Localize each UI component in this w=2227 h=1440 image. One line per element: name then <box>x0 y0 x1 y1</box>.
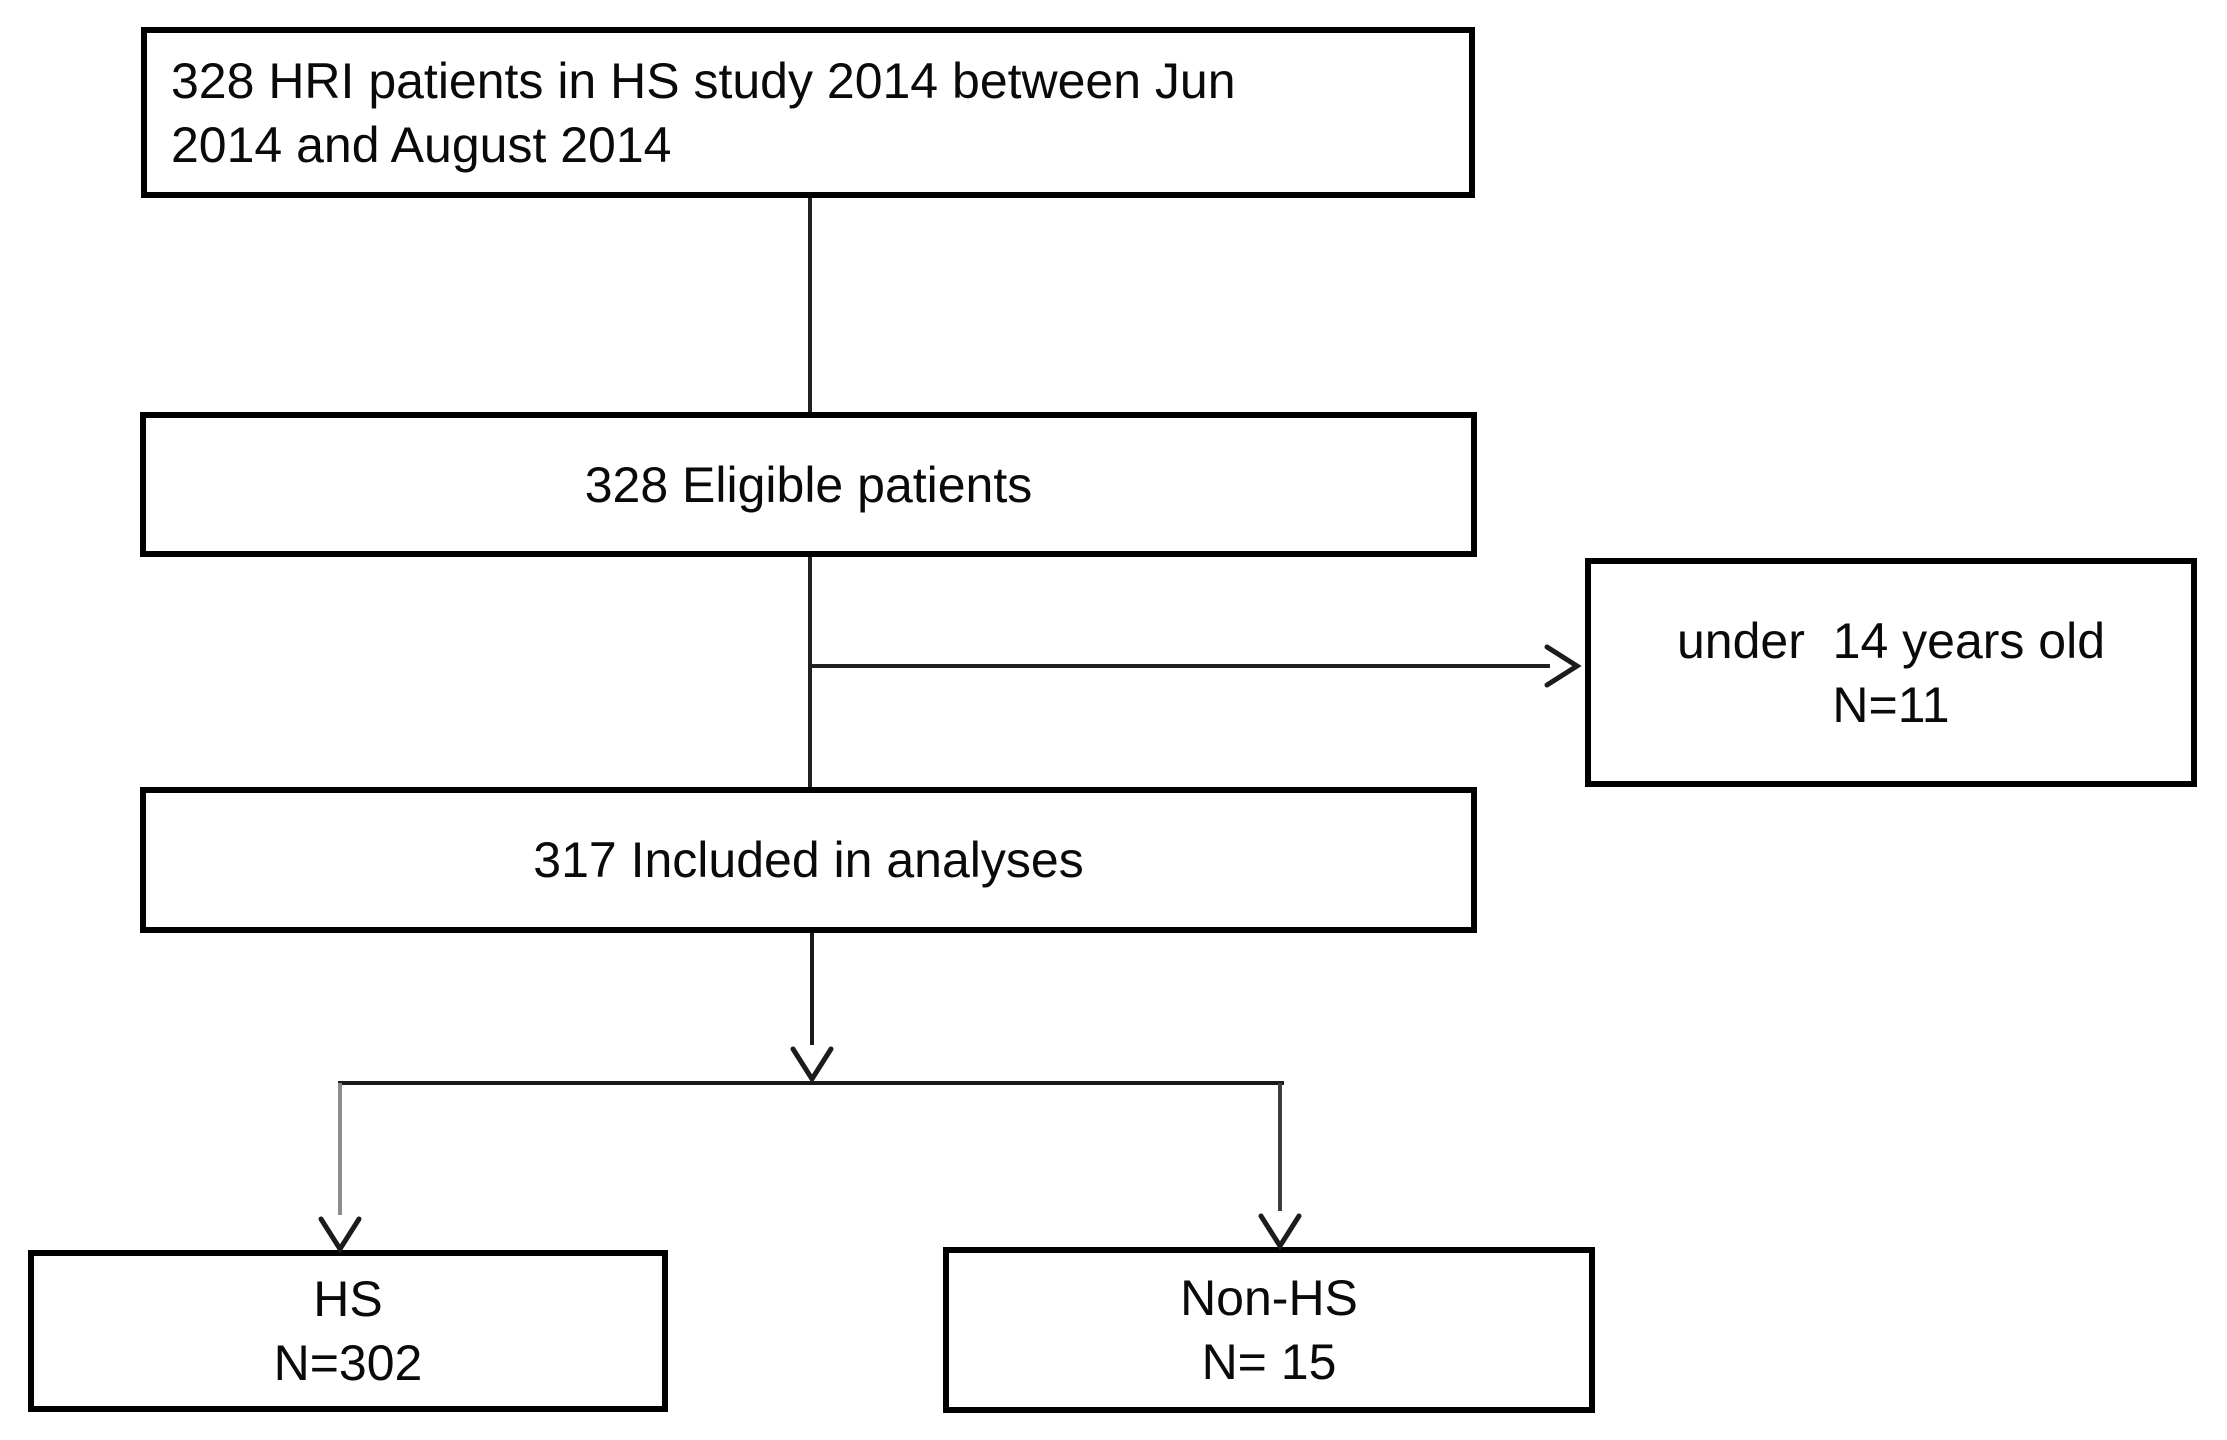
arrow-down-icon <box>318 1216 362 1254</box>
box-hs-group: HS N=302 <box>28 1250 668 1412</box>
box-included-in-analyses: 317 Included in analyses <box>140 787 1477 933</box>
excluded-text-line2: N=11 <box>1832 676 1950 733</box>
connector-branch-to-non-hs <box>1278 1083 1282 1211</box>
connector-to-excluded <box>810 664 1550 668</box>
connector-included-to-branch <box>810 933 814 1045</box>
box-excluded-under-14: under 14 years old N=11 <box>1585 558 2197 787</box>
eligible-text: 328 Eligible patients <box>584 456 1033 513</box>
branch-line <box>338 1081 1284 1085</box>
connector-enrolled-to-eligible <box>808 198 812 412</box>
arrow-down-icon <box>790 1046 834 1084</box>
enrolled-text-line1: 328 HRI patients in HS study 2014 betwee… <box>171 52 1236 109</box>
box-non-hs-group: Non-HS N= 15 <box>943 1247 1595 1413</box>
arrow-right-icon <box>1544 644 1582 688</box>
included-text: 317 Included in analyses <box>533 832 1084 888</box>
hs-text-line1: HS <box>313 1271 383 1327</box>
excluded-text-line1: under 14 years old <box>1676 612 2106 669</box>
non-hs-text-line1: Non-HS <box>1180 1270 1358 1326</box>
non-hs-text-line2: N= 15 <box>1201 1334 1337 1390</box>
box-enrolled-patients: 328 HRI patients in HS study 2014 betwee… <box>141 27 1475 198</box>
arrow-down-icon <box>1258 1213 1302 1251</box>
connector-eligible-to-included <box>808 557 812 787</box>
enrolled-text-line2: 2014 and August 2014 <box>171 116 672 173</box>
connector-branch-to-hs <box>338 1083 342 1215</box>
hs-text-line2: N=302 <box>273 1335 423 1391</box>
box-eligible-patients: 328 Eligible patients <box>140 412 1477 557</box>
